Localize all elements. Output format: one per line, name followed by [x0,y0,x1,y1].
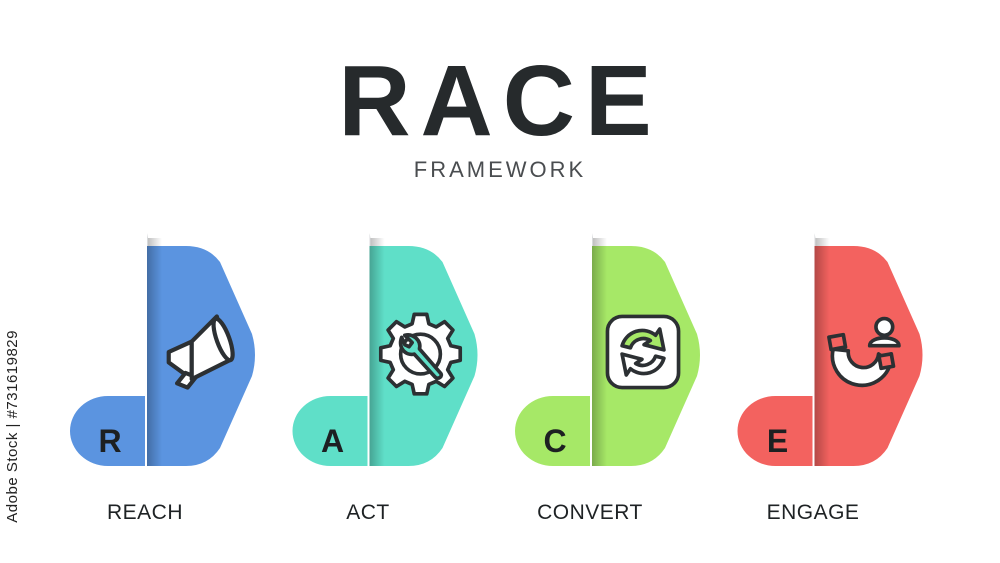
fold-shadow [146,238,162,466]
card-shape [70,246,255,466]
item-label-engage: ENGAGE [766,501,860,524]
card-shape [737,246,923,466]
card-convert: C [515,228,700,466]
card-act: A [292,228,478,466]
fold-shadow [591,238,607,466]
fold-shadow [813,238,830,466]
card-letter: C [543,423,566,459]
fold-shadow [368,238,385,466]
item-label-act: ACT [346,501,390,524]
card-letter: A [321,423,344,459]
card-letter: R [98,423,121,459]
page-subtitle: FRAMEWORK [413,157,587,182]
item-label-reach: REACH [106,501,183,524]
page-title: RACE [338,45,662,157]
refresh-cycle-icon [605,314,681,390]
card-letter: E [767,423,788,459]
card-engage: E [737,228,923,466]
card-reach: R [70,228,255,466]
item-label-convert: CONVERT [537,501,643,524]
gear-wrench-icon [378,312,463,396]
